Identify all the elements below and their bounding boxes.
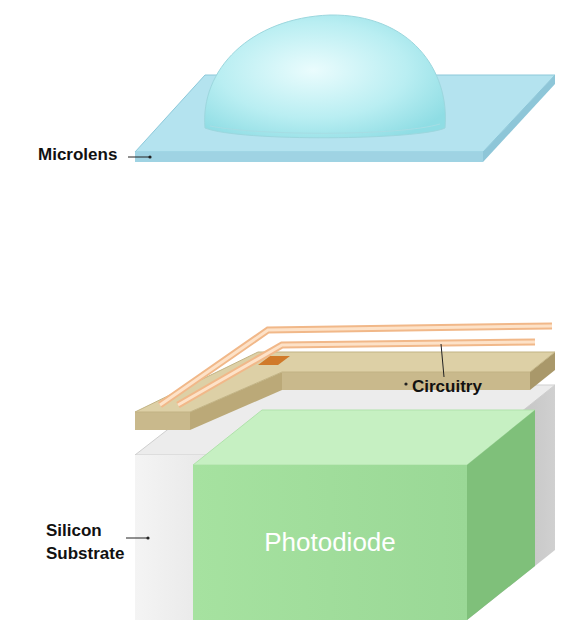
microlens-dome (205, 15, 446, 138)
part-label: Circuitry (412, 376, 482, 399)
part-label: Silicon Substrate (46, 520, 138, 566)
copper-traces (160, 326, 552, 405)
photodiode-face: Photodiode (193, 465, 467, 620)
part-name: Photodiode (264, 527, 396, 558)
leader-dot (146, 536, 149, 539)
dome-base-line (210, 124, 440, 133)
photodiode-faces (193, 410, 535, 620)
leader-dot (404, 382, 407, 385)
leader-dot (148, 155, 151, 158)
leader-line (441, 344, 444, 377)
part-label: Microlens (38, 144, 117, 167)
leader-line (126, 538, 148, 539)
leader-line (128, 157, 150, 158)
